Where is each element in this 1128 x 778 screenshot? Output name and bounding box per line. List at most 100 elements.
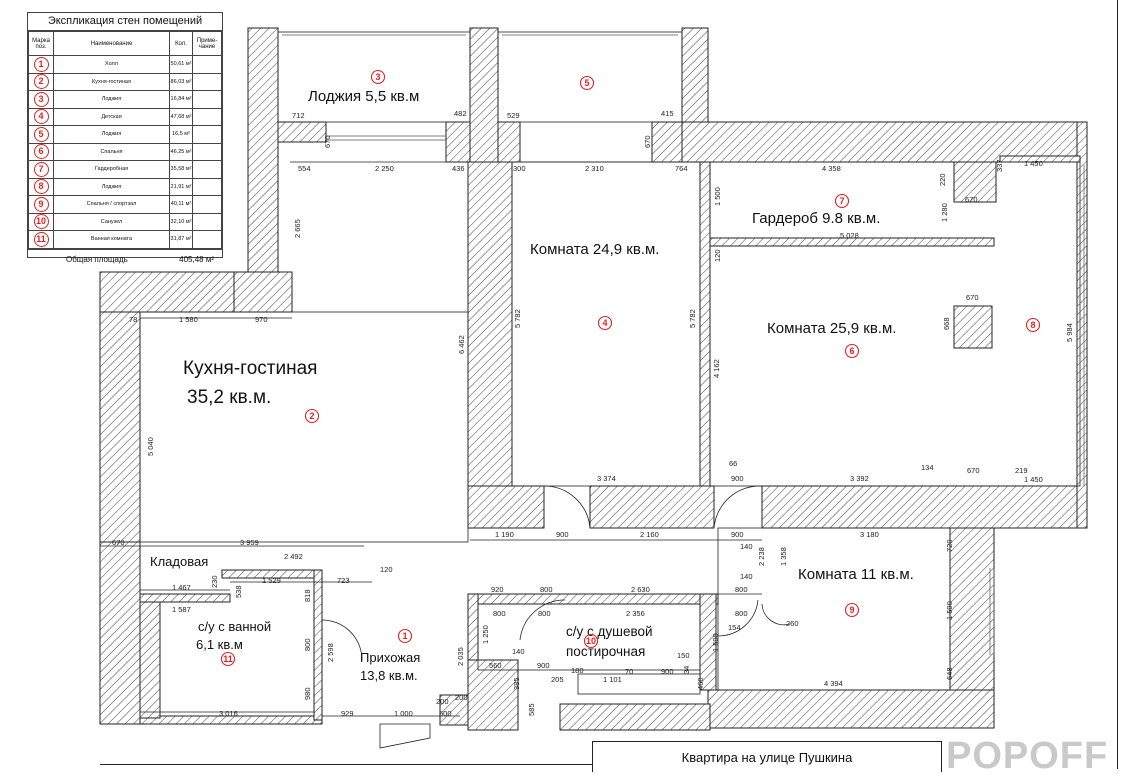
dimension-label: 929 [341, 709, 354, 718]
dimension-label: 712 [292, 111, 305, 120]
legend-table: Марка поз. Наименование Кол. Приме-чание… [28, 31, 222, 249]
dimension-label: 5 040 [146, 437, 155, 456]
legend-mark: 5 [28, 125, 54, 144]
legend-name: Санузел [53, 212, 170, 231]
wall-kitchen-top-right [233, 271, 293, 313]
marker-6: 6 [844, 343, 860, 359]
dimension-label: 150 [677, 651, 690, 660]
dimension-label: 1 450 [1024, 159, 1043, 168]
wall-central [467, 161, 513, 529]
legend-header-qty: Кол. [169, 31, 193, 56]
legend-note [192, 230, 222, 249]
legend-mark: 2 [28, 72, 54, 91]
legend-qty: 47,68 м² [169, 107, 193, 126]
dimension-label: 460 [696, 677, 705, 690]
dimension-label: 180 [571, 666, 584, 675]
dimension-label: 538 [234, 585, 243, 598]
marker-number: 2 [309, 411, 314, 421]
dimension-label: 980 [303, 687, 312, 700]
dimension-label: 120 [380, 565, 393, 574]
dimension-label: 2 356 [626, 609, 645, 618]
dimension-label: 670 [965, 195, 978, 204]
dimension-label: 1 590 [945, 601, 954, 620]
marker-number: 5 [584, 78, 589, 88]
legend-header-name: Наименование [53, 31, 170, 56]
wall-shower-left [467, 593, 479, 671]
dimension-label: 1 250 [481, 625, 490, 644]
dimension-label: 723 [337, 576, 350, 585]
dimension-label: 529 [507, 111, 520, 120]
wall-shower-bottom [559, 703, 711, 731]
dimension-label: 648 [945, 667, 954, 680]
dimension-label: 800 [735, 585, 748, 594]
legend-note [192, 160, 222, 179]
label-kitchen-1: Кухня-гостиная [183, 358, 317, 379]
dimension-label: 140 [740, 572, 753, 581]
column-room6 [953, 305, 993, 349]
legend-qty: 32,10 м² [169, 212, 193, 231]
legend-name: Холл [53, 55, 170, 74]
wall-loggia-divider [469, 27, 499, 163]
marker-3: 3 [370, 69, 386, 85]
legend-name: Лоджия [53, 90, 170, 109]
dimension-label: 5 028 [840, 231, 859, 240]
dimension-label: 5 782 [513, 309, 522, 328]
label-bath-1: с/у с ванной [198, 619, 271, 634]
wall-bottom-right [707, 689, 995, 729]
dimension-label: 1 580 [179, 315, 198, 324]
dimension-labels: 712 482 529 415 670 670 554 2 250 436 30… [112, 109, 1074, 718]
dimension-label: 140 [512, 647, 525, 656]
legend-qty: 46,25 м² [169, 142, 193, 161]
dimension-label: 900 [661, 667, 674, 676]
wall-room4-bottom-right [589, 485, 715, 529]
legend-mark: 4 [28, 107, 54, 126]
dimension-label: 900 [556, 530, 569, 539]
dimension-label: 920 [491, 585, 504, 594]
wall-right-exterior [1076, 121, 1088, 529]
marker-number: 3 [375, 72, 380, 82]
wall-loggia5-sill-right [651, 121, 683, 163]
wall-kitchen-top [99, 271, 249, 313]
dimension-label: 900 [731, 474, 744, 483]
dimension-label: 70 [625, 667, 633, 676]
wall-pantry-bottom [139, 593, 231, 603]
frame-bottom-line [100, 764, 592, 765]
dimension-label: 1 450 [1024, 475, 1043, 484]
dimension-label: 120 [713, 249, 722, 262]
dimension-label: 2 160 [640, 530, 659, 539]
explication-legend: Экспликация стен помещений Марка поз. На… [27, 12, 223, 264]
dimension-label: 668 [942, 317, 951, 330]
legend-header-row: Марка поз. Наименование Кол. Приме-чание [28, 31, 222, 56]
legend-qty: 86,03 м² [169, 72, 193, 91]
legend-title: Экспликация стен помещений [28, 13, 222, 31]
marker-4: 4 [597, 315, 613, 331]
title-block: Квартира на улице Пушкина [592, 741, 942, 772]
legend-name: Лоджия [53, 125, 170, 144]
legend-mark: 6 [28, 142, 54, 161]
dimension-label: 140 [740, 542, 753, 551]
legend-mark: 11 [28, 230, 54, 249]
wall-loggia3-sill-right [445, 121, 471, 163]
wall-loggia3-sill-left [277, 121, 327, 143]
wall-loggia5-sill-left [497, 121, 521, 163]
legend-header-mark: Марка поз. [28, 31, 54, 56]
label-room6: Комната 25,9 кв.м. [767, 320, 896, 337]
dimension-label: 2 665 [293, 219, 302, 238]
dimension-label: 1 500 [713, 187, 722, 206]
legend-name: Детская [53, 107, 170, 126]
dimension-label: 1 590 [711, 633, 720, 652]
wall-top-exterior [681, 121, 1088, 163]
legend-note [192, 72, 222, 91]
label-hall-2: 13,8 кв.м. [360, 668, 418, 683]
marker-5: 5 [579, 75, 595, 91]
dimension-label: 2 035 [456, 647, 465, 666]
dimension-label: 1 000 [394, 709, 413, 718]
dimension-label: 800 [735, 609, 748, 618]
legend-name: Лоджия [53, 177, 170, 196]
